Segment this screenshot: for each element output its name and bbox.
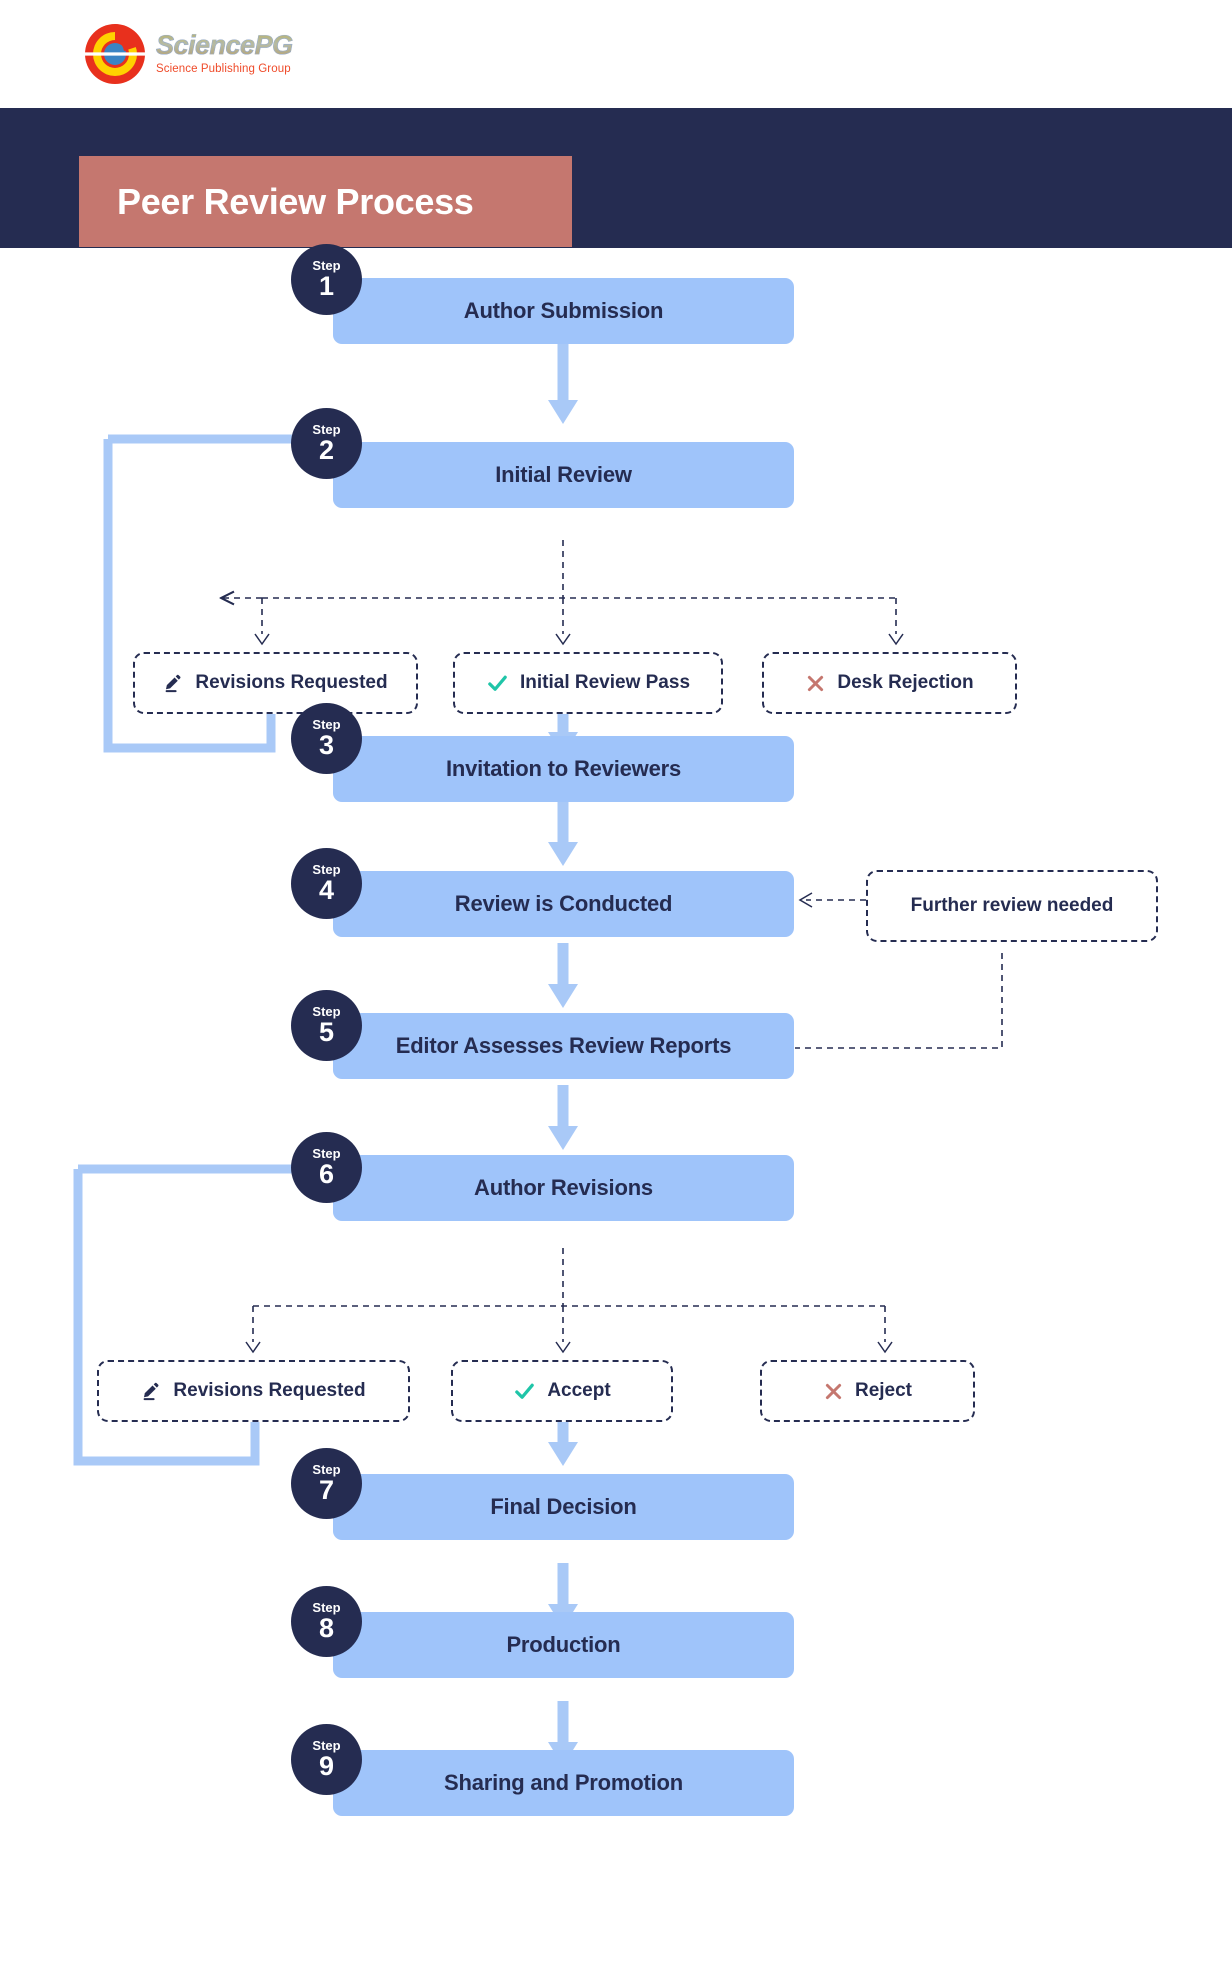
step-box-initial-review[interactable]: Initial Review xyxy=(333,442,794,508)
step-box-final-decision[interactable]: Final Decision xyxy=(333,1474,794,1540)
outcome-label: Accept xyxy=(547,1380,611,1401)
step-badge-word: Step xyxy=(312,257,341,273)
outcome-label: Initial Review Pass xyxy=(519,672,691,693)
step-badge-number: 8 xyxy=(318,1612,335,1643)
step-badge-7[interactable]: Step 7 xyxy=(291,1448,362,1519)
outcome-label: Revisions Requested xyxy=(195,672,388,693)
feedback-loop-initial-review xyxy=(103,434,300,753)
step-badge-word: Step xyxy=(312,1461,341,1477)
flow-diagram: Step 1 Author Submission Step 2 Initial … xyxy=(0,244,1232,1986)
step-badge-word: Step xyxy=(312,716,341,732)
step-badge-word: Step xyxy=(312,421,341,437)
step-badge-6[interactable]: Step 6 xyxy=(291,1132,362,1203)
logo[interactable]: SciencePG Science Publishing Group xyxy=(84,23,293,85)
branch-author-revisions xyxy=(252,1248,886,1342)
arrow-step1-step2 xyxy=(548,344,578,424)
connector-layer xyxy=(73,344,1003,1766)
arrow-step3-step4 xyxy=(548,801,578,866)
step-label: Initial Review xyxy=(495,462,632,487)
outcome-initial-review-pass[interactable]: Initial Review Pass xyxy=(453,652,723,714)
step-box-invitation-to-reviewers[interactable]: Invitation to Reviewers xyxy=(333,736,794,802)
step-badge-8[interactable]: Step 8 xyxy=(291,1586,362,1657)
step-badge-9[interactable]: Step 9 xyxy=(291,1724,362,1795)
step-badge-4[interactable]: Step 4 xyxy=(291,848,362,919)
note-label: Further review needed xyxy=(910,895,1114,916)
step-box-author-submission[interactable]: Author Submission xyxy=(333,278,794,344)
outcome-reject[interactable]: Reject xyxy=(760,1360,975,1422)
step-badge-word: Step xyxy=(312,1599,341,1615)
step-badge-word: Step xyxy=(312,1145,341,1161)
branch-initial-arrows xyxy=(261,598,897,634)
step-badge-3[interactable]: Step 3 xyxy=(291,703,362,774)
step-badge-1[interactable]: Step 1 xyxy=(291,244,362,315)
step-badge-word: Step xyxy=(312,1003,341,1019)
feedback-loop-author-revisions xyxy=(73,1164,298,1466)
step-box-production[interactable]: Production xyxy=(333,1612,794,1678)
cross-icon xyxy=(823,1381,844,1402)
step-label: Review is Conducted xyxy=(454,891,673,916)
step-badge-number: 3 xyxy=(318,729,335,760)
step-box-review-is-conducted[interactable]: Review is Conducted xyxy=(333,871,794,937)
step-label: Production xyxy=(506,1632,621,1657)
step-badge-2[interactable]: Step 2 xyxy=(291,408,362,479)
step-badge-word: Step xyxy=(312,861,341,877)
outcome-revisions-requested-final[interactable]: Revisions Requested xyxy=(97,1360,410,1422)
step-label: Sharing and Promotion xyxy=(443,1770,684,1795)
step-badge-number: 2 xyxy=(318,434,335,465)
outcome-desk-rejection[interactable]: Desk Rejection xyxy=(762,652,1017,714)
connector-step5-to-further-review xyxy=(795,953,1003,1049)
step-badge-number: 9 xyxy=(318,1750,335,1781)
outcome-label: Reject xyxy=(854,1380,913,1401)
step-box-sharing-and-promotion[interactable]: Sharing and Promotion xyxy=(333,1750,794,1816)
step-label: Invitation to Reviewers xyxy=(445,756,681,781)
step-badge-5[interactable]: Step 5 xyxy=(291,990,362,1061)
step-badge-number: 6 xyxy=(318,1158,335,1189)
arrowhead-further-review xyxy=(798,892,813,908)
outcome-accept[interactable]: Accept xyxy=(451,1360,673,1422)
outcome-revisions-requested-initial[interactable]: Revisions Requested xyxy=(133,652,418,714)
arrow-accept-step7 xyxy=(548,1422,578,1466)
step-box-author-revisions[interactable]: Author Revisions xyxy=(333,1155,794,1221)
step-label: Editor Assesses Review Reports xyxy=(395,1033,732,1058)
sciencepg-circle-logo-icon xyxy=(84,23,146,85)
pencil-icon xyxy=(141,1381,162,1402)
check-icon xyxy=(486,672,509,695)
arrow-step4-step5 xyxy=(548,943,578,1008)
step-label: Author Submission xyxy=(463,298,664,323)
title-plate: Peer Review Process xyxy=(79,156,572,247)
step-badge-number: 4 xyxy=(318,874,335,905)
arrow-step5-step6 xyxy=(548,1085,578,1150)
outcome-label: Desk Rejection xyxy=(837,672,974,693)
step-label: Author Revisions xyxy=(474,1175,653,1200)
step-label: Final Decision xyxy=(490,1494,637,1519)
step-badge-number: 1 xyxy=(318,270,335,301)
outcome-label: Revisions Requested xyxy=(173,1380,366,1401)
brand-name: SciencePG xyxy=(156,30,294,61)
step-badge-word: Step xyxy=(312,1737,341,1753)
note-further-review-needed[interactable]: Further review needed xyxy=(866,870,1158,942)
brand-header: SciencePG Science Publishing Group xyxy=(0,0,1232,108)
step-box-editor-assesses-review-reports[interactable]: Editor Assesses Review Reports xyxy=(333,1013,794,1079)
step-badge-number: 5 xyxy=(318,1016,335,1047)
brand-tagline: Science Publishing Group xyxy=(156,63,291,76)
cross-icon xyxy=(805,673,826,694)
step-badge-number: 7 xyxy=(318,1474,335,1505)
branch-initial-review xyxy=(222,540,896,598)
page-title: Peer Review Process xyxy=(117,180,474,222)
pencil-icon xyxy=(163,673,184,694)
check-icon xyxy=(513,1380,536,1403)
